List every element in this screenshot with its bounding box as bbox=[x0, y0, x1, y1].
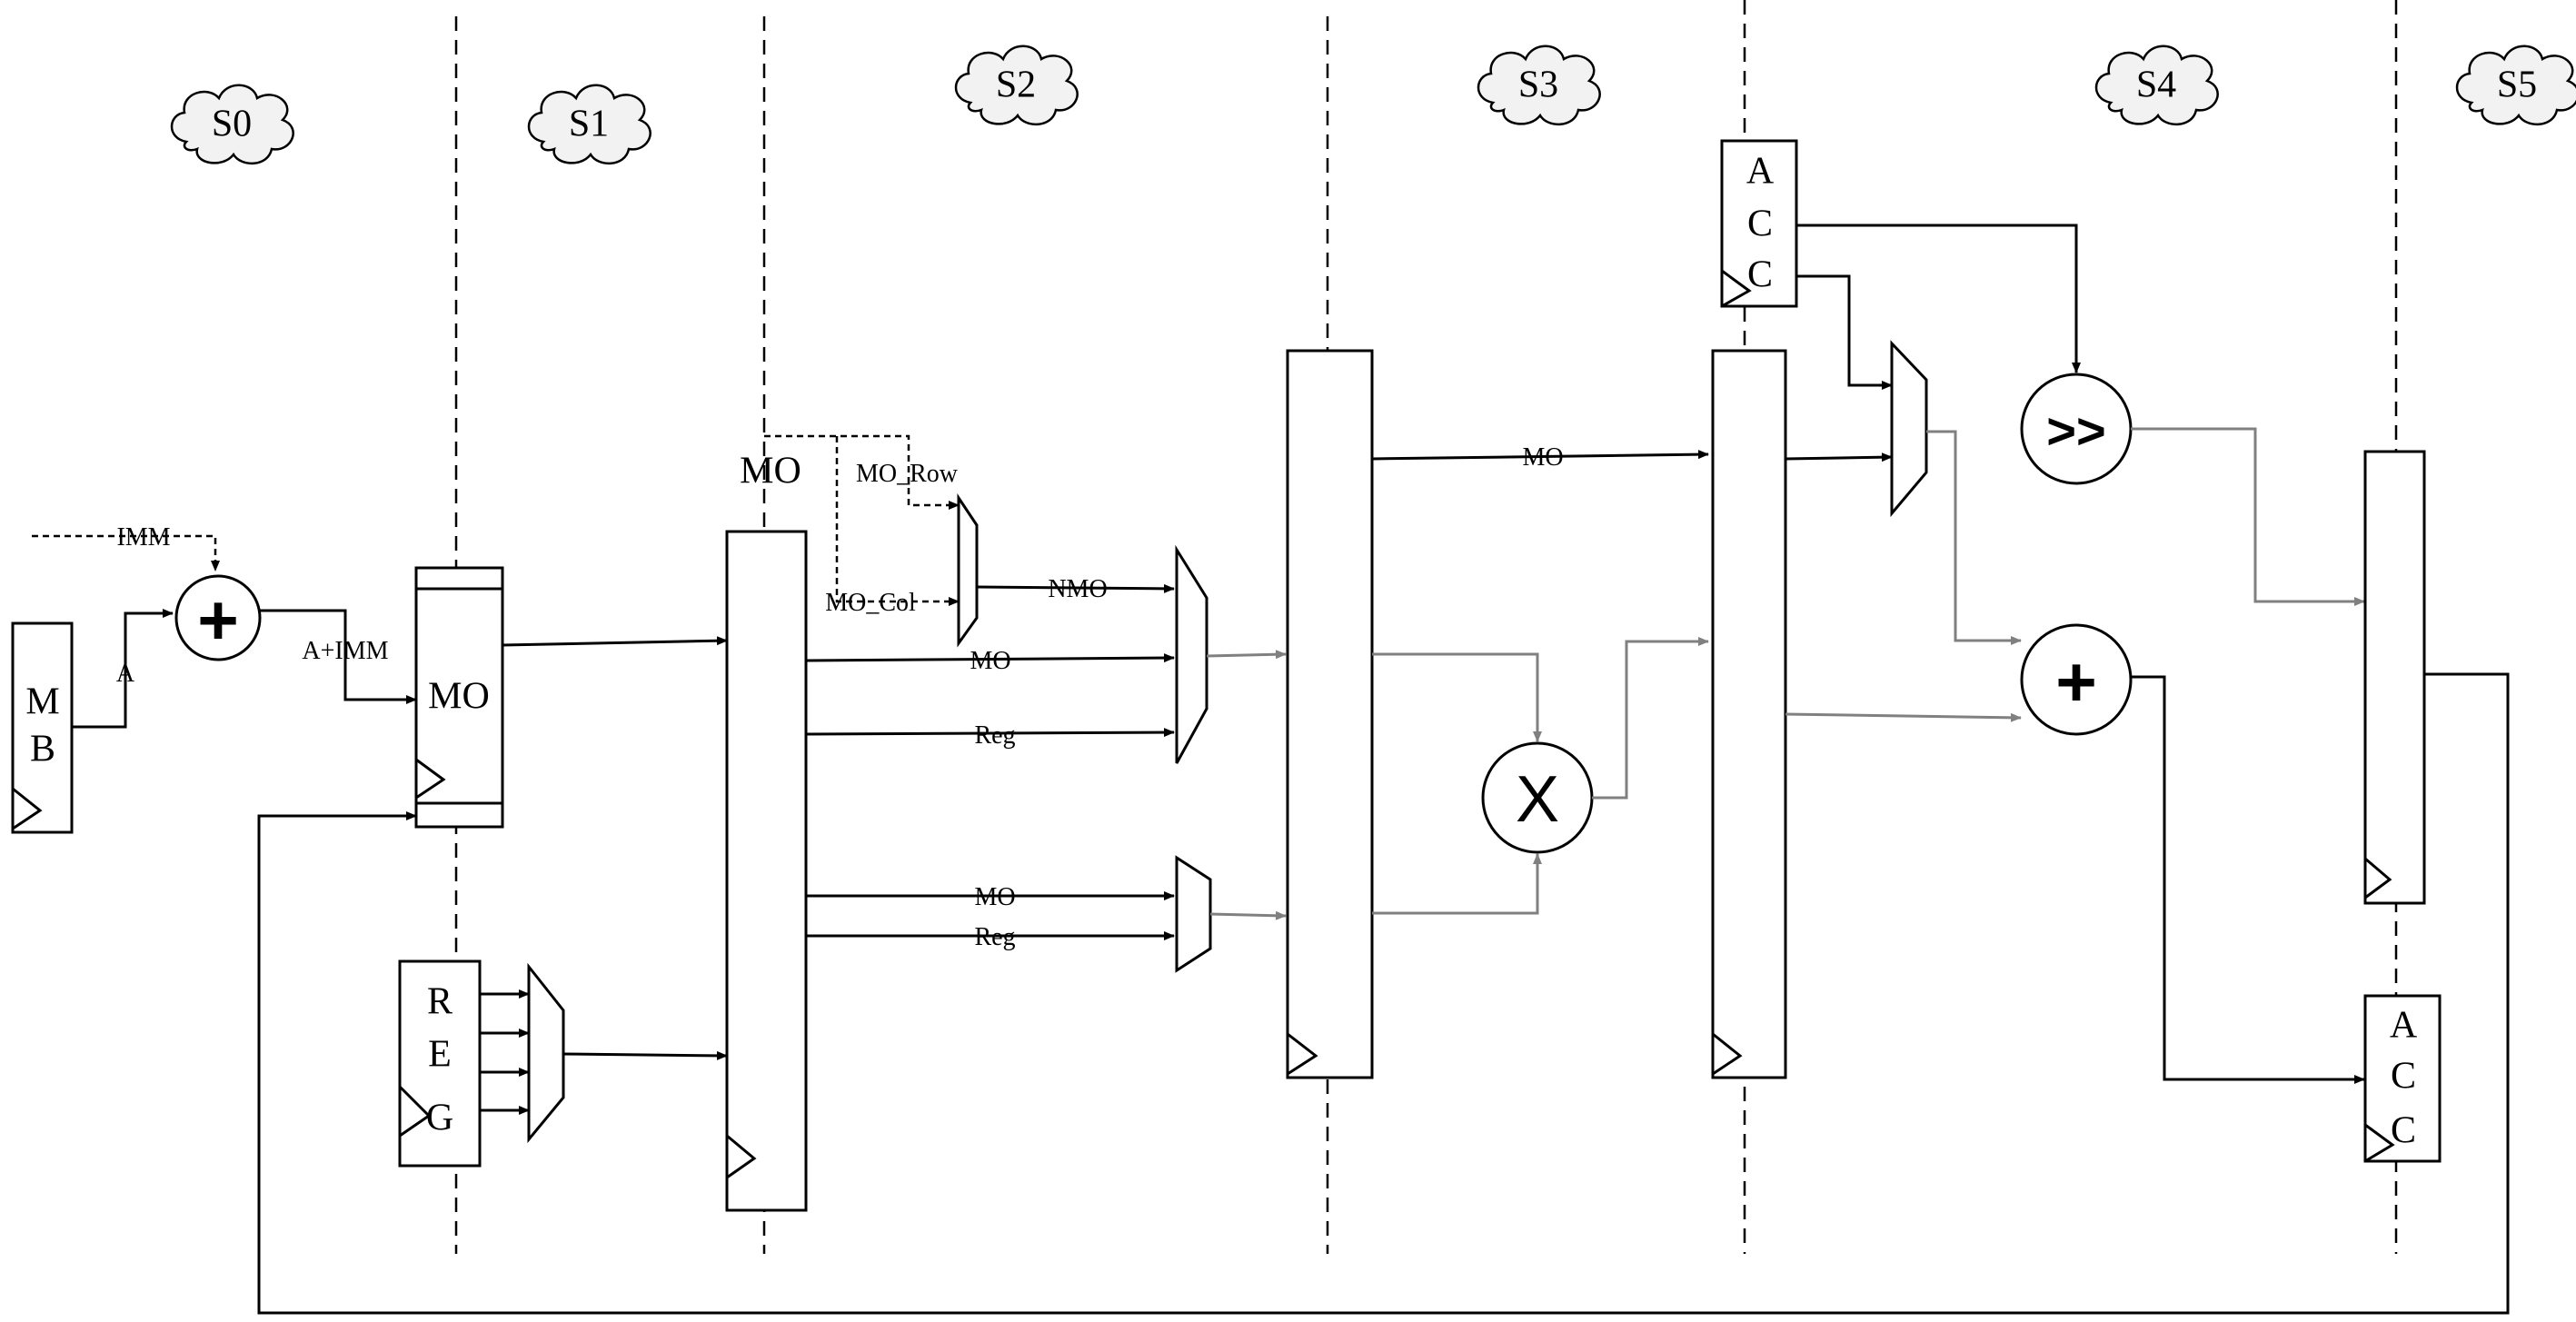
regmux-to-pipe2-wire bbox=[562, 1050, 728, 1060]
mo-s3-wire bbox=[1371, 450, 1709, 461]
stage-cloud-s0: S0 bbox=[170, 84, 294, 165]
mo-register-label: MO bbox=[428, 676, 490, 718]
stage-label: S1 bbox=[569, 104, 609, 145]
operand-mux-1 bbox=[1175, 544, 1208, 764]
pipeline-register-s4-s5 bbox=[2363, 450, 2426, 905]
stage-cloud-s2: S2 bbox=[954, 45, 1079, 126]
mul-out-wire bbox=[1592, 637, 1709, 800]
mo-mux1-label: MO bbox=[970, 647, 1010, 675]
reg-letter: R bbox=[427, 981, 453, 1023]
mul-result-to-adder-wire bbox=[1785, 712, 2022, 722]
adder-s4: + bbox=[2020, 623, 2133, 736]
shift-right-icon: >> bbox=[2046, 403, 2105, 460]
mb-letter: M bbox=[25, 681, 59, 723]
shifter: >> bbox=[2020, 373, 2133, 485]
mb-letter: B bbox=[30, 729, 55, 770]
reg-mux bbox=[527, 962, 565, 1144]
pipeline-register-s2-s3 bbox=[1286, 349, 1374, 1079]
stage-label: S4 bbox=[2136, 65, 2176, 106]
feedback-wire bbox=[257, 672, 2510, 1315]
mo-top-label: MO bbox=[740, 451, 801, 492]
acc-bottom-letter: A bbox=[2390, 1005, 2418, 1047]
mb-register: M B bbox=[11, 621, 74, 834]
a-plus-imm-wire bbox=[260, 609, 417, 704]
stage-cloud-s1: S1 bbox=[527, 84, 651, 165]
multiplier: X bbox=[1481, 741, 1594, 854]
mo-to-pipe2-wire bbox=[502, 636, 728, 647]
adder-out-wire bbox=[2131, 675, 2365, 1084]
nmo-wire bbox=[976, 583, 1175, 593]
stage-cloud-s4: S4 bbox=[2094, 45, 2219, 126]
mo-register: MO bbox=[414, 566, 504, 829]
stage-label: S5 bbox=[2497, 65, 2537, 106]
mul-input-a-wire bbox=[1372, 652, 1542, 742]
reg-letter: E bbox=[428, 1034, 452, 1076]
mux1-out-wire bbox=[1206, 650, 1287, 660]
row-col-mux bbox=[957, 493, 979, 648]
mux2-out-wire bbox=[1209, 910, 1287, 920]
pipeline-register-s1-s2 bbox=[725, 530, 808, 1212]
acc-bottom-letter: C bbox=[2391, 1056, 2416, 1098]
mo-to-accmux-wire bbox=[1785, 452, 1893, 462]
mo-col-label: MO_Col bbox=[825, 589, 916, 617]
nmo-label: NMO bbox=[1048, 575, 1107, 603]
accmux-out-wire bbox=[1926, 430, 2022, 645]
pipeline-register-s3-s4 bbox=[1711, 349, 1787, 1079]
imm-label: IMM bbox=[116, 523, 170, 552]
acc-register-top: A C C bbox=[1720, 139, 1798, 308]
stage-label: S3 bbox=[1518, 65, 1558, 106]
reg-letter: G bbox=[426, 1098, 453, 1139]
mul-input-b-wire bbox=[1372, 853, 1542, 915]
acc-to-mux-wire bbox=[1796, 274, 1893, 390]
mo-dotted-bus bbox=[764, 434, 960, 510]
reg-mux2-label: Reg bbox=[974, 923, 1015, 951]
mo-col-dotted-wire bbox=[835, 436, 960, 606]
mo-mux2-label: MO bbox=[974, 883, 1015, 911]
reg-mux1-label: Reg bbox=[974, 721, 1015, 750]
multiply-icon: X bbox=[1516, 763, 1559, 836]
reg-file: R E G bbox=[398, 959, 482, 1168]
shift-out-wire bbox=[2131, 427, 2365, 606]
acc-top-letter: C bbox=[1747, 204, 1773, 245]
operand-mux-2 bbox=[1175, 855, 1212, 973]
acc-bottom-letter: C bbox=[2391, 1110, 2416, 1152]
acc-select-mux bbox=[1890, 340, 1928, 518]
mo-row-label: MO_Row bbox=[856, 460, 959, 488]
acc-top-letter: A bbox=[1746, 151, 1775, 193]
reg-mux1-wire bbox=[805, 728, 1175, 738]
stage-cloud-s3: S3 bbox=[1477, 45, 1601, 126]
plus-icon: + bbox=[197, 580, 239, 660]
a-label: A bbox=[116, 660, 135, 688]
plus-icon: + bbox=[2055, 641, 2097, 721]
a-plus-imm-label: A+IMM bbox=[302, 637, 388, 665]
a-wire bbox=[72, 609, 174, 729]
stage-cloud-s5: S5 bbox=[2455, 45, 2576, 126]
acc-top-letter: C bbox=[1747, 254, 1773, 296]
adder-s0: + bbox=[174, 574, 262, 661]
mo-s3-label: MO bbox=[1522, 443, 1563, 472]
stage-label: S2 bbox=[996, 65, 1036, 106]
acc-to-shift-wire bbox=[1796, 224, 2081, 373]
stage-label: S0 bbox=[212, 104, 252, 145]
mo-mux1-wire bbox=[805, 653, 1175, 663]
acc-register-bottom: A C C bbox=[2363, 994, 2442, 1163]
